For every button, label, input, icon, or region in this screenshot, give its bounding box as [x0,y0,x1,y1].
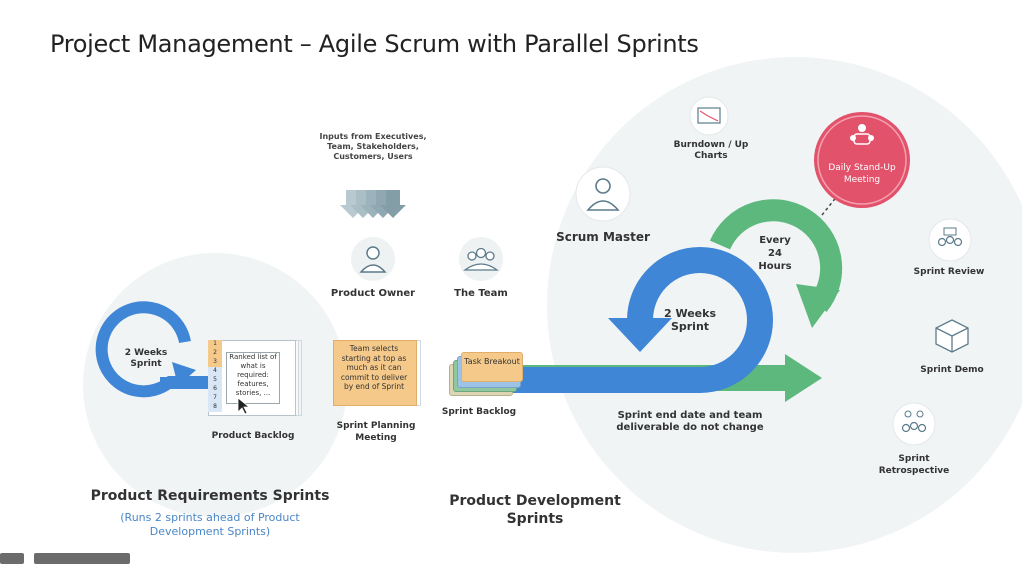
backlog-number: 8 [208,403,222,412]
sprint-planning-label: Sprint Planning Meeting [336,421,416,443]
scrum-master-label: Scrum Master [556,230,650,244]
burndown-label: Burndown / Up Charts [673,140,749,161]
task-breakout-card: Task Breakout [461,352,523,382]
product-requirements-title: Product Requirements Sprints [90,488,330,504]
product-owner-label: Product Owner [330,288,416,299]
sprint-backlog-label: Sprint Backlog [441,407,517,417]
backlog-note: Ranked list of what is required: feature… [226,352,280,404]
sprint-planning-card: Team selects starting at top as much as … [333,340,421,406]
product-backlog-label: Product Backlog [211,431,295,441]
product-owner-icon [351,237,395,281]
sprint-demo-icon [935,319,969,353]
standup-circle [814,112,910,208]
daily-loop-arrow [709,199,843,328]
sprint-retrospective-icon [892,402,936,446]
sprint-demo-label: Sprint Demo [920,365,984,375]
cursor-icon [237,397,251,415]
standup-icon [850,124,874,145]
every-24-hours-label: Every 24 Hours [758,235,792,272]
sprint-review-label: Sprint Review [913,267,985,277]
sprint-planning-note: Team selects starting at top as much as … [340,344,408,391]
sprint-backlog-stack: Task Breakout [449,352,529,396]
backlog-number: 5 [208,376,222,385]
team-label: The Team [454,288,508,299]
requirements-loop-label: 2 Weeks Sprint [124,348,168,369]
product-development-title: Product Development Sprints [449,493,621,527]
sprint-review-icon [928,218,972,262]
standup-label: Daily Stand-Up Meeting [828,163,896,185]
sprint-loop-arrow [505,247,773,393]
backlog-number: 1 [208,340,222,349]
backlog-number: 4 [208,367,222,376]
inputs-arrows-icon [340,190,406,218]
product-backlog-list: 1 2 3 4 5 6 7 8 Ranked list of what is r… [208,340,302,416]
team-icon [459,237,503,281]
taskbar-button[interactable] [34,553,130,564]
page-title: Project Management – Agile Scrum with Pa… [50,30,699,58]
backlog-numbers: 1 2 3 4 5 6 7 8 [208,340,222,414]
development-cycle-circle [547,57,1022,553]
backlog-number: 6 [208,385,222,394]
burndown-chart-icon [689,96,729,136]
sprint-retrospective-label: Sprint Retrospective [878,454,950,476]
taskbar-button[interactable] [0,553,24,564]
product-requirements-subtitle: (Runs 2 sprints ahead of Product Develop… [120,511,300,538]
backlog-number: 3 [208,358,222,367]
backlog-number: 7 [208,394,222,403]
sprint-end-note: Sprint end date and team deliverable do … [616,410,764,433]
inputs-text: Inputs from Executives, Team, Stakeholde… [319,132,427,161]
backlog-number: 2 [208,349,222,358]
two-weeks-sprint-label: 2 Weeks Sprint [663,307,716,333]
backlog-connector [160,377,210,389]
scrum-master-icon [575,166,631,222]
